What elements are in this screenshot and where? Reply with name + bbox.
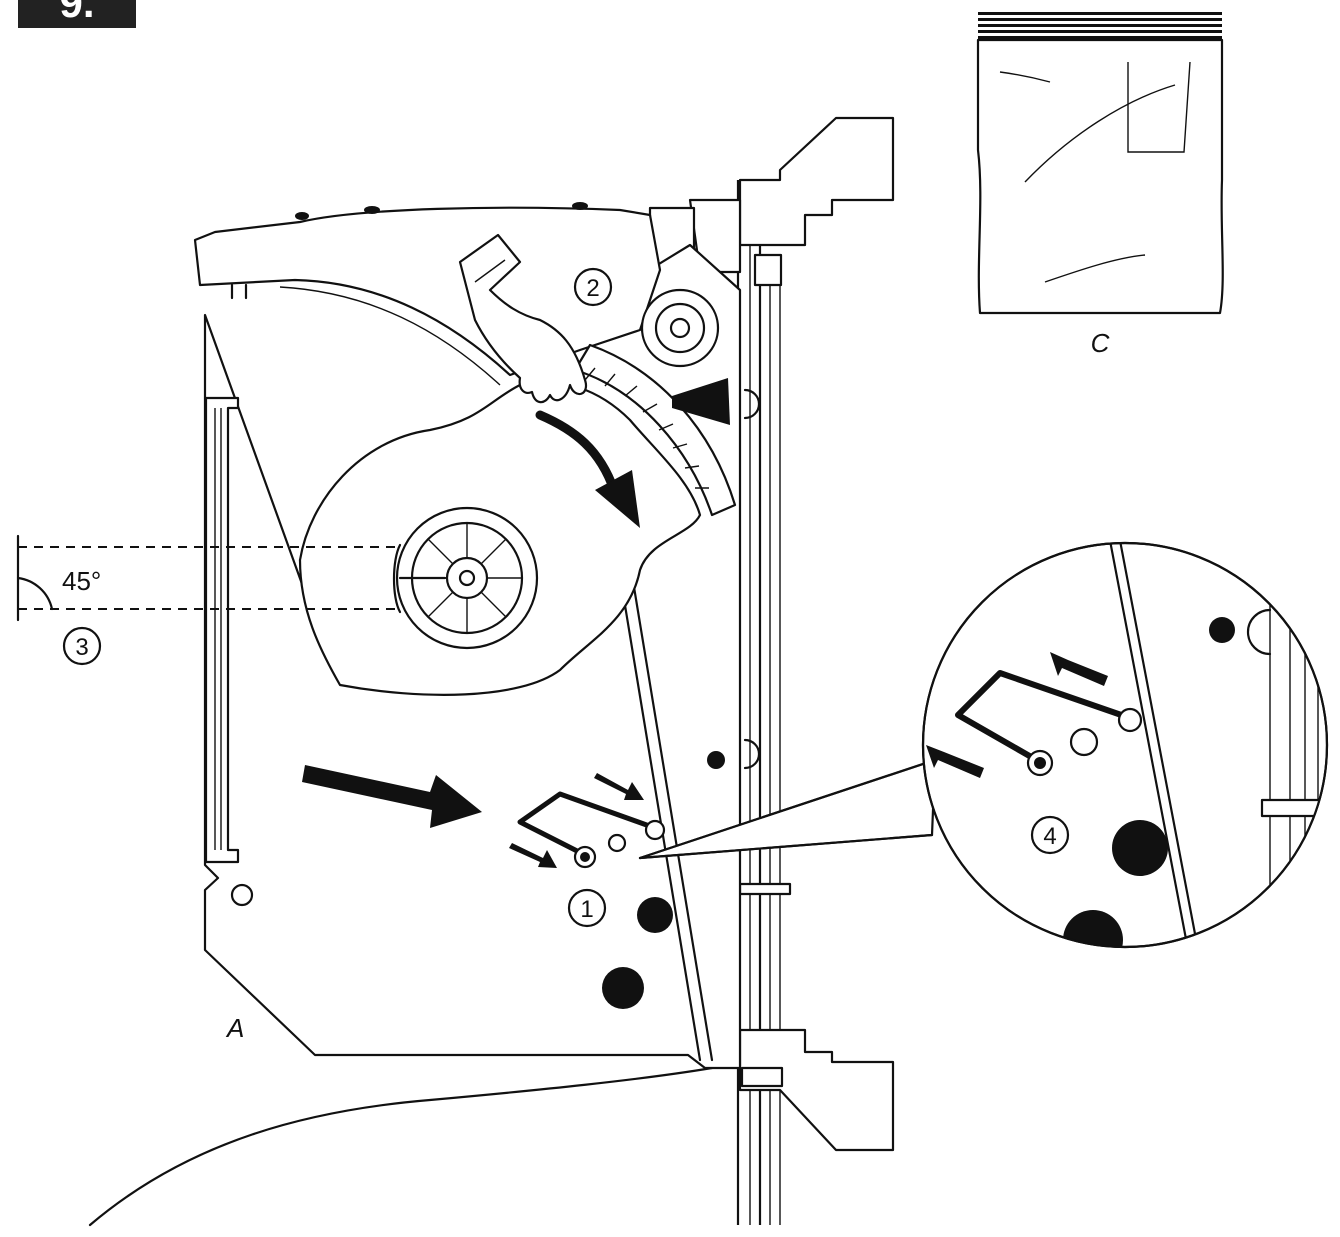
reel-wheel	[392, 506, 539, 650]
step-number-badge: 9.	[18, 0, 136, 28]
hand-icon	[458, 233, 588, 404]
callout-2: 2	[573, 267, 613, 307]
callout-1: 1	[567, 888, 607, 928]
bag-c	[976, 12, 1224, 315]
spring-clip	[509, 773, 666, 869]
callout-1-label: 1	[580, 896, 593, 923]
detail-zoom-circle	[921, 541, 1329, 949]
part-a-label: A	[225, 1013, 244, 1043]
part-c-label: C	[1091, 328, 1110, 358]
floor-curve	[88, 1066, 714, 1227]
bottom-bracket	[738, 1028, 895, 1152]
curved-arrow-icon	[535, 410, 640, 528]
angle-label: 45°	[62, 566, 101, 596]
gear-teeth	[573, 343, 737, 517]
callout-2-label: 2	[586, 275, 599, 302]
angle-indicator: 45°	[16, 534, 400, 622]
callout-3-label: 3	[75, 634, 88, 661]
gear-hub	[640, 288, 730, 425]
callout-3: 3	[62, 626, 102, 666]
arrow-right-icon	[302, 765, 482, 828]
callout-4: 4	[1030, 815, 1070, 855]
callout-4-label: 4	[1043, 823, 1056, 850]
step-number: 9.	[59, 0, 95, 26]
